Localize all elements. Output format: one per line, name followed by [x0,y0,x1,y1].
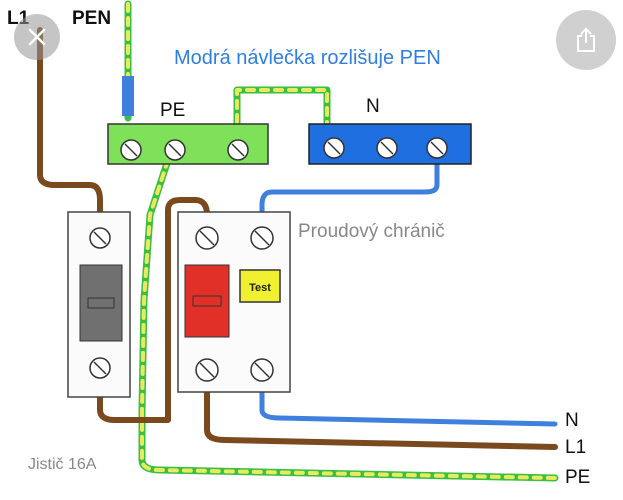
pe-screw-3 [227,139,249,161]
pe-wires [124,0,559,482]
pe-screw-1 [120,139,142,161]
n-screw-3 [426,137,448,159]
breaker-handle [79,264,123,342]
label-rcd: Proudový chránič [298,221,445,242]
n-screw-2 [376,137,398,159]
circuit-breaker [67,211,131,398]
close-button[interactable] [14,14,60,60]
label-n-bar: N [366,96,380,117]
phase-wires [37,27,558,450]
n-terminal-bar [308,123,472,165]
label-n-out: N [565,410,579,431]
label-l1-out: L1 [565,437,586,458]
test-button-label: Test [249,282,271,294]
blue-sleeve [122,76,134,116]
rcd-handle [184,264,230,338]
neutral-wires [259,147,558,427]
test-button [239,269,281,303]
close-icon [28,28,46,46]
pe-terminal-bar [107,123,269,165]
pe-screw-2 [164,139,186,161]
label-pe-out: PE [565,467,590,488]
share-button[interactable] [556,10,616,70]
share-icon [577,27,595,52]
rcd-device: Test [177,211,291,393]
n-screw-1 [323,137,345,159]
label-pe-bar: PE [160,100,185,121]
label-pen-top: PEN [72,8,111,29]
label-sleeve-note: Modrá návlečka rozlišuje PEN [174,47,441,69]
label-breaker: Jistič 16A [28,456,97,473]
